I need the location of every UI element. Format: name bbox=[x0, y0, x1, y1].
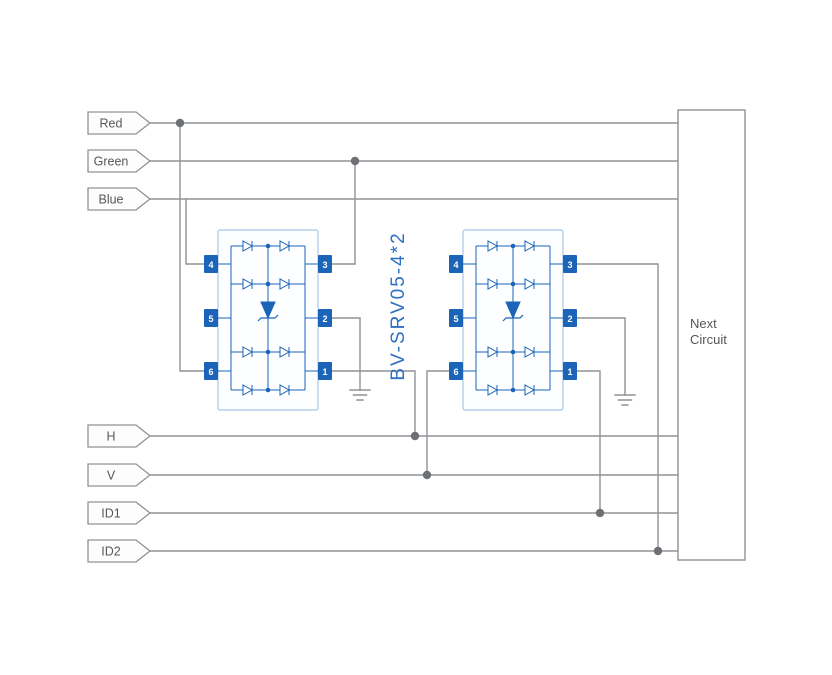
signal-label-red: Red bbox=[100, 117, 123, 131]
ic1-pin-2-label: 2 bbox=[322, 314, 327, 324]
signal-label-green: Green bbox=[94, 155, 129, 169]
ic1-pin-1 bbox=[318, 362, 332, 380]
ic1-pin-4 bbox=[204, 255, 218, 273]
ic2-pin-5-label: 5 bbox=[453, 314, 458, 324]
wire-red-branch bbox=[179, 122, 205, 372]
signal-tag-id1: ID1 bbox=[87, 501, 152, 525]
ic1-pin-4-label: 4 bbox=[208, 260, 213, 270]
ic2-pin-1-label: 1 bbox=[567, 367, 572, 377]
ic2-pin-6 bbox=[449, 362, 463, 380]
ic2-pin-3-label: 3 bbox=[567, 260, 572, 270]
signal-label-h: H bbox=[106, 430, 115, 444]
junction-dot-v bbox=[422, 470, 432, 480]
ic2-pin-4 bbox=[449, 255, 463, 273]
wire-id2-branch bbox=[576, 263, 659, 552]
ic2: 4 5 6 3 2 1 bbox=[449, 229, 577, 411]
next-circuit-label-line2: Circuit bbox=[690, 332, 727, 347]
junction-dots bbox=[175, 118, 663, 556]
signal-label-v: V bbox=[107, 469, 116, 483]
ic1-pin-6 bbox=[204, 362, 218, 380]
ground-symbol-ic1 bbox=[349, 389, 371, 401]
ic1-pin-3 bbox=[318, 255, 332, 273]
ic2-pin-1 bbox=[563, 362, 577, 380]
signal-tag-green: Green bbox=[87, 149, 152, 173]
wire-id1-branch bbox=[576, 370, 601, 514]
ic1-internal-circuit bbox=[217, 229, 319, 411]
signal-tag-id2: ID2 bbox=[87, 539, 152, 563]
next-circuit-box bbox=[677, 109, 746, 561]
signal-tags: Red Green Blue H V ID1 ID2 bbox=[87, 111, 152, 563]
wire-ic2-ground bbox=[576, 317, 626, 396]
junction-dot-h bbox=[410, 431, 420, 441]
ic-part-number-label: BV-SRV05-4*2 bbox=[388, 231, 409, 380]
junction-dot-green bbox=[350, 156, 360, 166]
signal-label-id1: ID1 bbox=[101, 507, 121, 521]
ic2-pin-2-label: 2 bbox=[567, 314, 572, 324]
wire-blue-branch bbox=[185, 198, 205, 265]
ic2-pin-4-label: 4 bbox=[453, 260, 458, 270]
ic1-pin-1-label: 1 bbox=[322, 367, 327, 377]
ic2-pin-3 bbox=[563, 255, 577, 273]
wire-ic1-ground bbox=[331, 317, 361, 391]
wire-v-branch bbox=[426, 370, 450, 476]
signal-tag-v: V bbox=[87, 463, 152, 487]
ic1-pin-3-label: 3 bbox=[322, 260, 327, 270]
next-circuit-label-line1: Next bbox=[690, 316, 717, 331]
junction-dot-id2 bbox=[653, 546, 663, 556]
signal-tag-blue: Blue bbox=[87, 187, 152, 211]
ic2-internal-circuit bbox=[462, 229, 564, 411]
wires bbox=[149, 122, 679, 552]
ic1-pin-2 bbox=[318, 309, 332, 327]
signal-label-blue: Blue bbox=[98, 193, 123, 207]
signal-tag-red: Red bbox=[87, 111, 152, 135]
ic1: 4 5 6 3 2 1 bbox=[204, 229, 332, 411]
ic1-pin-5-label: 5 bbox=[208, 314, 213, 324]
signal-label-id2: ID2 bbox=[101, 545, 121, 559]
ic2-pin-5 bbox=[449, 309, 463, 327]
ic1-pin-5 bbox=[204, 309, 218, 327]
ic1-pin-6-label: 6 bbox=[208, 367, 213, 377]
ic2-pin-2 bbox=[563, 309, 577, 327]
junction-dot-id1 bbox=[595, 508, 605, 518]
wire-green-branch bbox=[331, 160, 356, 265]
junction-dot-red bbox=[175, 118, 185, 128]
next-circuit-block: Next Circuit bbox=[677, 109, 746, 561]
ground-symbol-ic2 bbox=[614, 394, 636, 406]
ic2-pin-6-label: 6 bbox=[453, 367, 458, 377]
signal-tag-h: H bbox=[87, 424, 152, 448]
